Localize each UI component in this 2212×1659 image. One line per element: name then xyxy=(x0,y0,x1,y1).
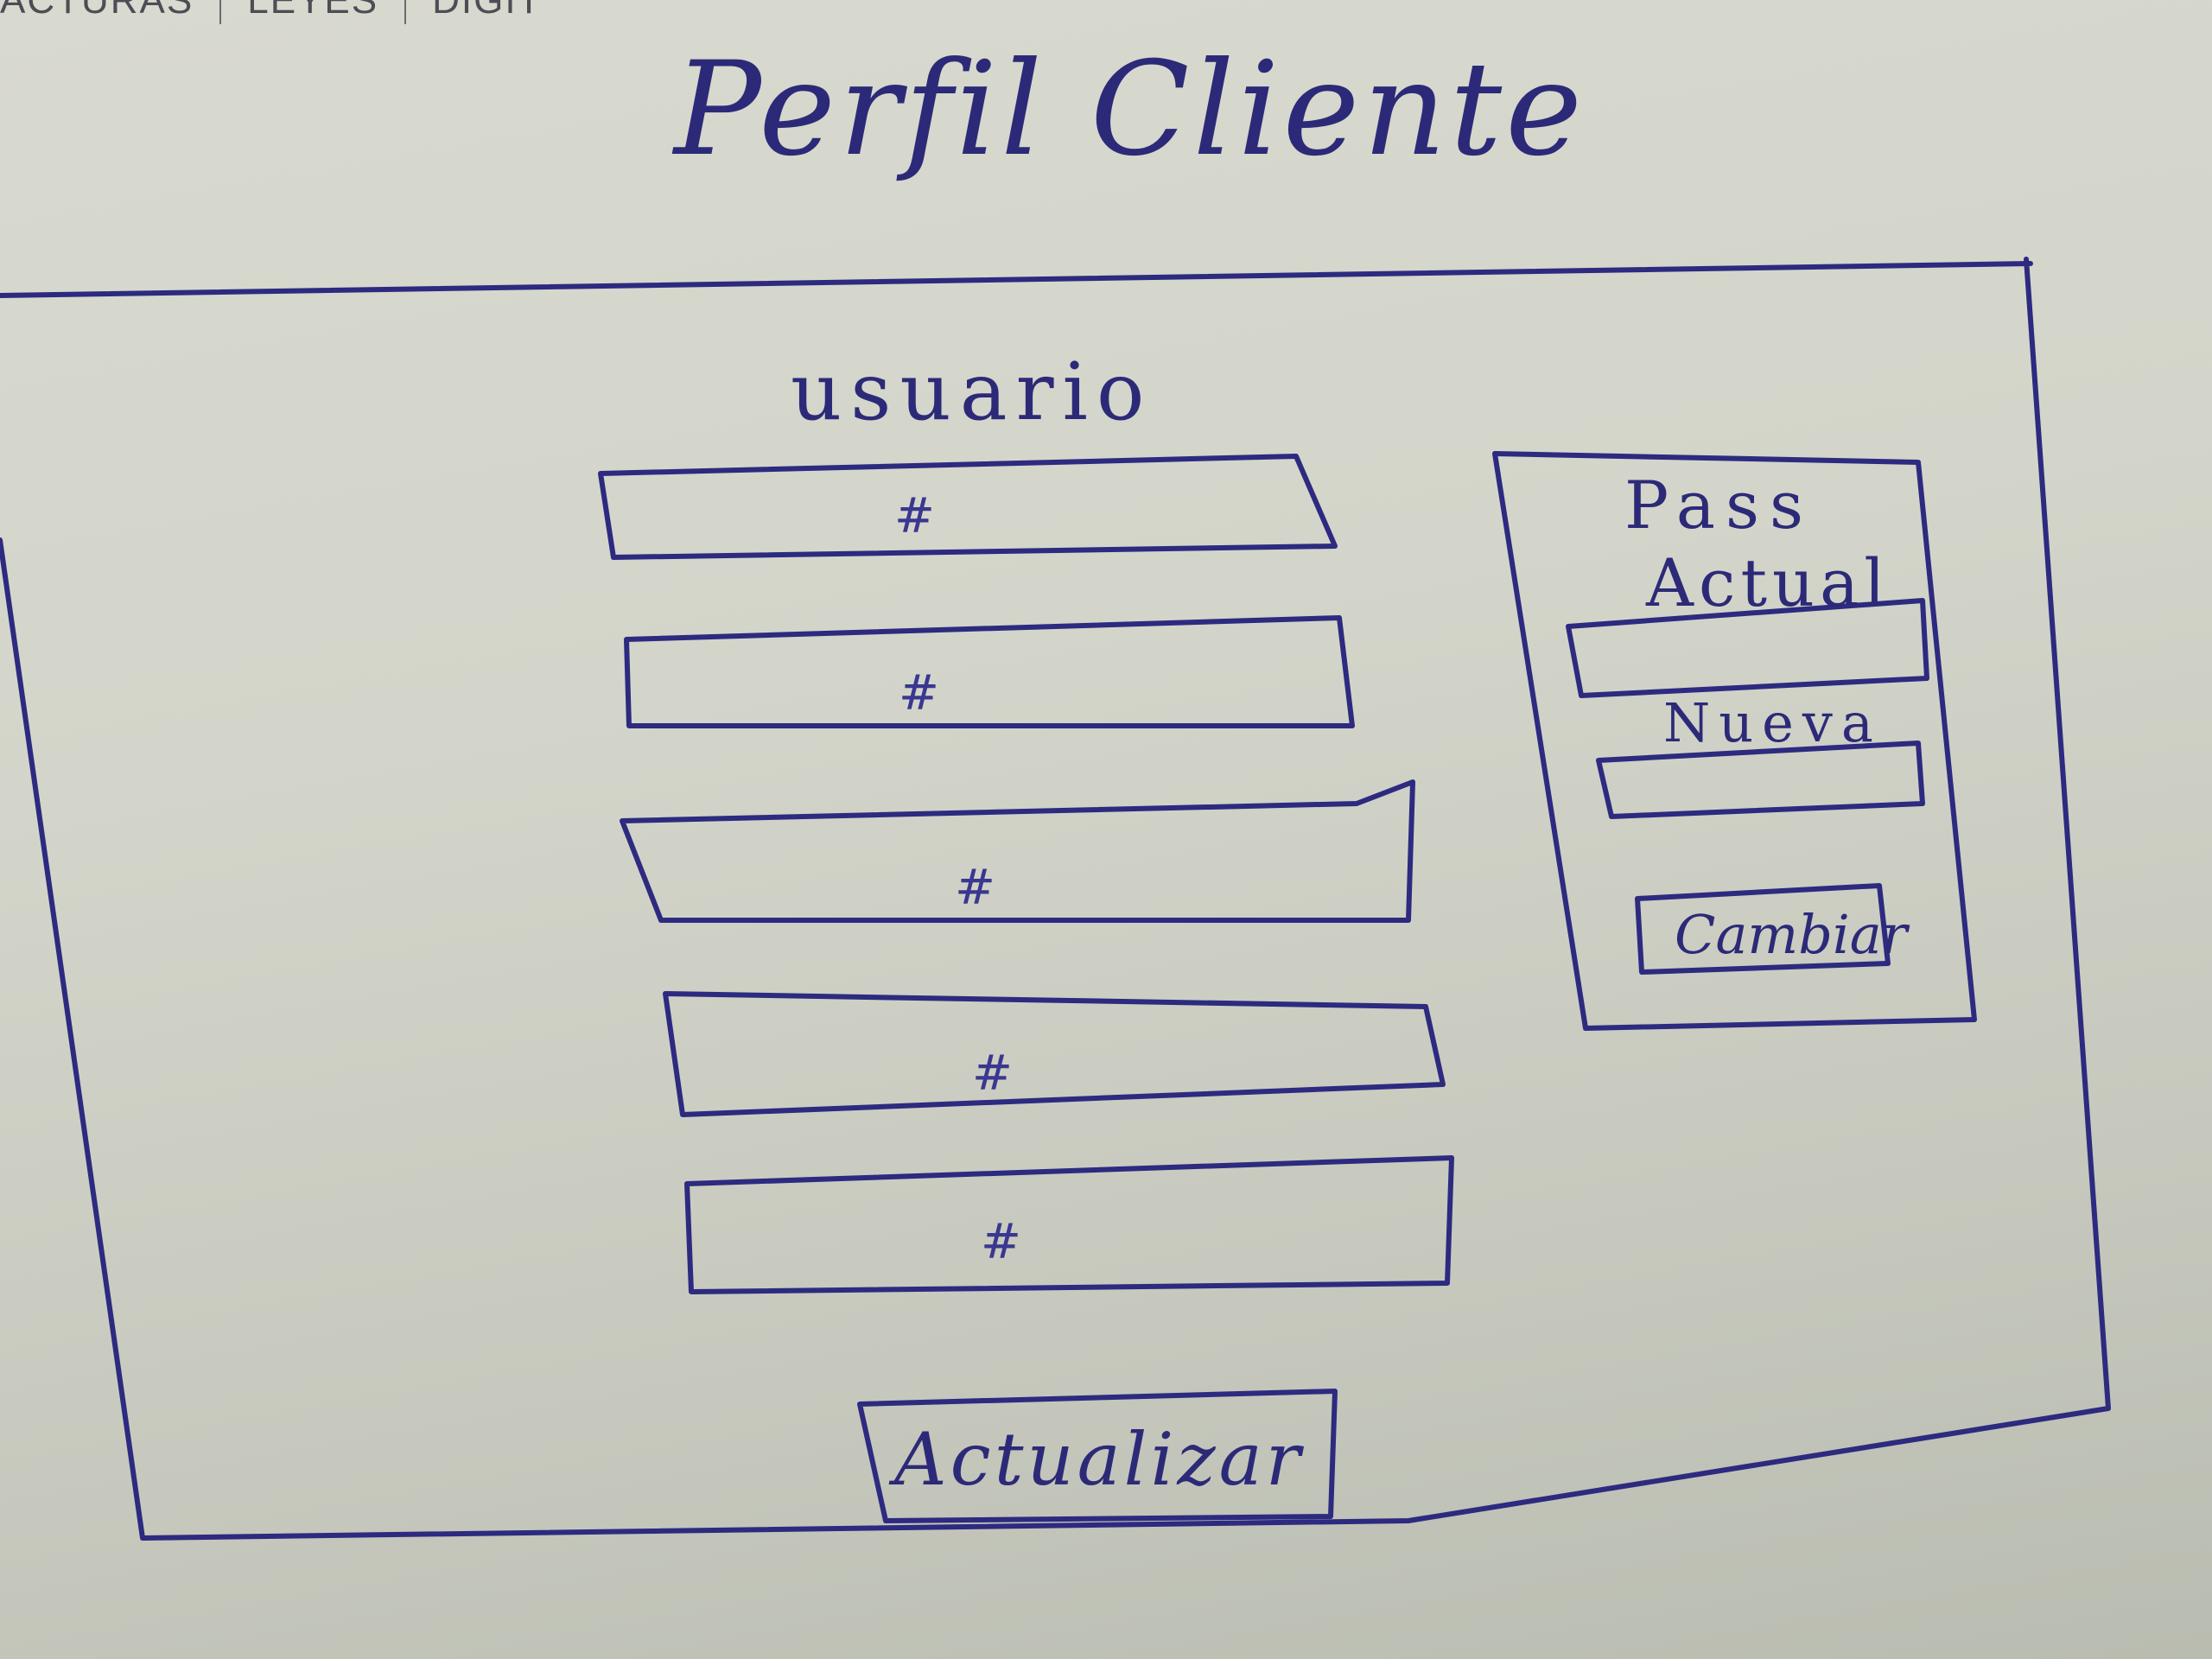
top-nav-item[interactable]: DIGIT xyxy=(432,0,543,22)
user-field-5-marker: # xyxy=(981,1214,1021,1270)
top-nav-item[interactable]: LEYES xyxy=(247,0,379,22)
password-panel-heading-line1: Pass xyxy=(1624,467,1815,543)
user-field-3-marker: # xyxy=(955,860,995,916)
change-button-label: Cambiar xyxy=(1675,903,1908,966)
top-nav-item[interactable]: ACTURAS xyxy=(0,0,194,22)
user-field-4[interactable] xyxy=(670,998,1439,1110)
user-field-4-marker: # xyxy=(972,1046,1013,1102)
top-nav-divider xyxy=(219,0,222,24)
new-password-field[interactable] xyxy=(1603,747,1918,812)
user-field-3[interactable] xyxy=(626,808,1404,916)
password-panel-heading-line2: Actual xyxy=(1646,544,1891,621)
page-title: Perfil Cliente xyxy=(674,35,1586,185)
top-nav-divider xyxy=(404,0,407,24)
user-field-2-marker: # xyxy=(899,665,939,721)
top-nav: ACTURAS LEYES DIGIT xyxy=(0,0,542,26)
update-button-label: Actualizar xyxy=(894,1417,1304,1502)
current-password-field[interactable] xyxy=(1577,609,1923,687)
new-password-label: Nueva xyxy=(1663,691,1882,754)
user-field-1-marker: # xyxy=(894,488,935,544)
user-section-heading: usuario xyxy=(791,346,1154,438)
user-field-5[interactable] xyxy=(691,1175,1447,1287)
user-field-1[interactable] xyxy=(613,471,1322,553)
user-field-2[interactable] xyxy=(631,635,1344,721)
